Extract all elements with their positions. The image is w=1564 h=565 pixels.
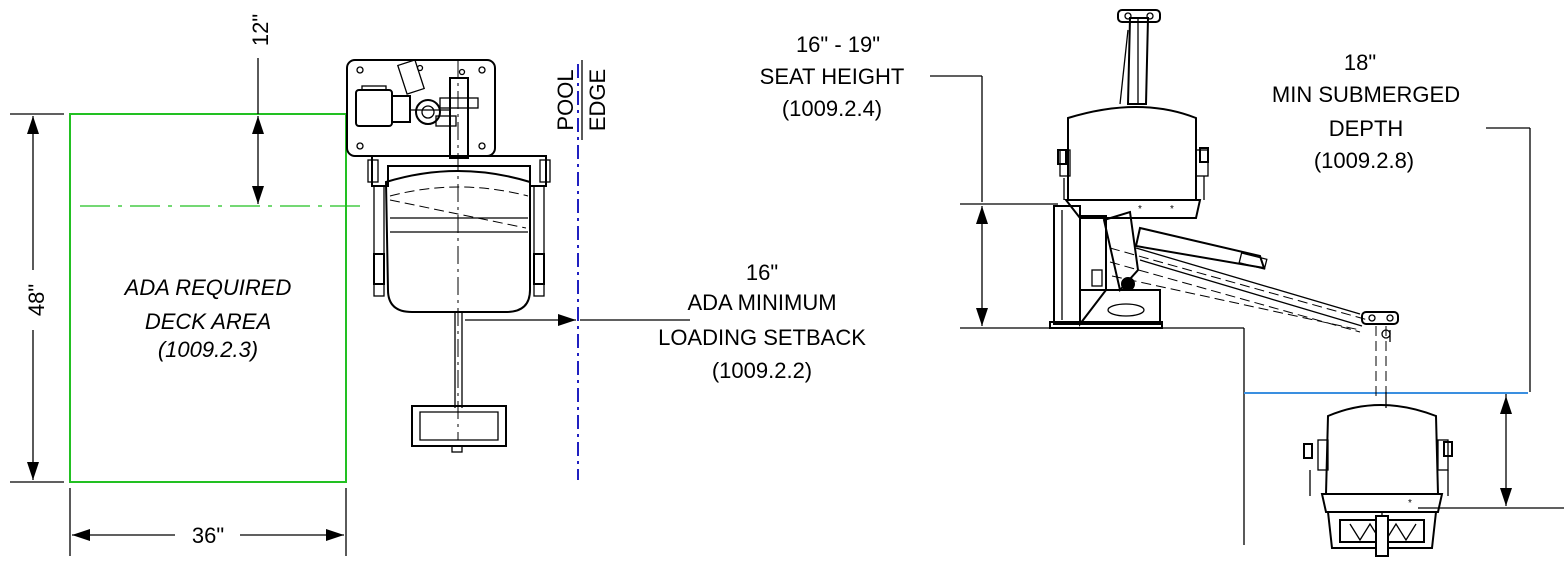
width-36-label: 36" [192, 523, 224, 548]
dimension-setback [465, 314, 690, 326]
submerged-label-4: (1009.2.8) [1314, 148, 1414, 173]
svg-text:*: * [1138, 204, 1142, 215]
submerged-label-1: 18" [1344, 50, 1376, 75]
seat-height-label-1: 16" - 19" [796, 32, 880, 57]
setback-label-1: 16" [746, 260, 778, 285]
deck-area-label-3: (1009.2.3) [158, 337, 258, 362]
dimension-12: 12" [248, 14, 273, 204]
dimension-36: 36" [69, 488, 347, 556]
svg-text:*: * [1408, 498, 1412, 509]
seat-height-label-2: SEAT HEIGHT [760, 64, 905, 89]
dimension-48: 48" [10, 113, 64, 483]
lift-side-view: * * [1049, 9, 1453, 557]
submerged-label-2: MIN SUBMERGED [1272, 82, 1460, 107]
deck-area-label-2: DECK AREA [145, 309, 271, 334]
top-offset-12-label: 12" [248, 14, 273, 46]
seat-height-label-3: (1009.2.4) [782, 96, 882, 121]
svg-text:*: * [1170, 204, 1174, 215]
edge-label: EDGE [585, 69, 610, 131]
submerged-label-3: DEPTH [1329, 116, 1404, 141]
setback-label-4: (1009.2.2) [712, 358, 812, 383]
lift-top-view [346, 59, 551, 453]
side-view: 16" - 19" SEAT HEIGHT (1009.2.4) 18" MIN… [760, 9, 1564, 557]
dimension-seat-height [960, 203, 1058, 329]
top-view: ADA REQUIRED DECK AREA (1009.2.3) 48" 36… [10, 14, 866, 556]
setback-label-2: ADA MINIMUM [687, 290, 836, 315]
deck-area-label-1: ADA REQUIRED [123, 275, 292, 300]
dimension-submerged [1418, 394, 1564, 509]
deck-area-box [69, 113, 347, 483]
depth-48-label: 48" [24, 284, 49, 316]
pool-label: POOL [553, 69, 578, 130]
setback-label-3: LOADING SETBACK [658, 325, 866, 350]
